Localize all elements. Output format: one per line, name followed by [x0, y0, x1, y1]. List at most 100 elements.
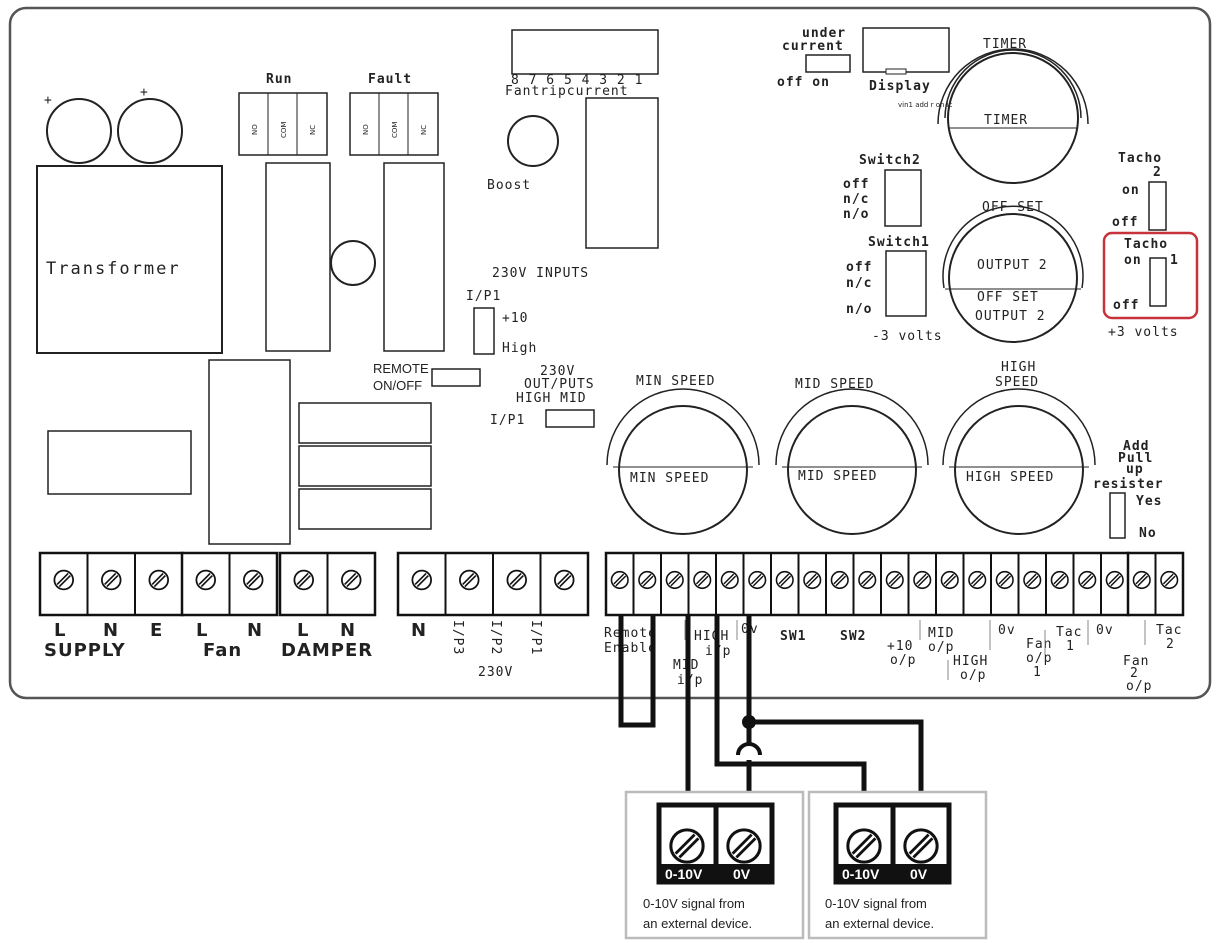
- power-terminal-8: [411, 569, 432, 591]
- control-terminal-16: [1023, 570, 1042, 590]
- svg-text:OUTPUT 2: OUTPUT 2: [975, 309, 1046, 324]
- power-terminal-2: [101, 569, 122, 591]
- svg-text:Remote: Remote: [604, 626, 657, 641]
- svg-text:N: N: [340, 620, 355, 641]
- fantrip-connector: [511, 29, 659, 75]
- svg-text:N: N: [247, 620, 262, 641]
- run-relay: [265, 162, 331, 352]
- svg-text:+: +: [140, 85, 149, 100]
- capacitor-2: [117, 98, 183, 164]
- svg-text:HIGH: HIGH: [694, 629, 729, 644]
- fantrip-label: Fantripcurrent: [505, 84, 629, 99]
- connector-numbers: 8 7 6 5 4 3 2 1: [511, 73, 643, 88]
- fault-terminals: [349, 92, 439, 156]
- svg-text:resister: resister: [1093, 477, 1164, 492]
- svg-text:MID SPEED: MID SPEED: [798, 469, 877, 484]
- svg-text:SW2: SW2: [840, 629, 866, 644]
- svg-text:2: 2: [1166, 637, 1175, 652]
- external-device-2: 0-10V 0V 0-10V signal from an external d…: [807, 790, 988, 940]
- svg-text:0-10V signal from: 0-10V signal from: [825, 896, 927, 911]
- svg-text:MIN SPEED: MIN SPEED: [630, 471, 709, 486]
- tacho1-switch: [1149, 257, 1167, 307]
- svg-text:o/p: o/p: [1026, 651, 1052, 666]
- svg-text:Fan: Fan: [1026, 637, 1052, 652]
- svg-text:NO: NO: [251, 124, 259, 135]
- svg-text:COM: COM: [391, 122, 399, 138]
- svg-text:2: 2: [1130, 666, 1139, 681]
- svg-text:I/P1: I/P1: [466, 289, 501, 304]
- control-terminal-20: [1132, 570, 1151, 590]
- under-current-switch: [805, 54, 851, 73]
- pull-up-jumper: [1109, 492, 1126, 539]
- control-terminal-4: [693, 570, 712, 590]
- svg-text:Add: Add: [1123, 439, 1149, 454]
- svg-text:OUT/PUTS: OUT/PUTS: [524, 377, 595, 392]
- svg-text:n/o: n/o: [846, 302, 872, 317]
- svg-text:off on: off on: [777, 75, 830, 90]
- svg-text:1: 1: [1066, 639, 1075, 654]
- svg-text:TIMER: TIMER: [984, 113, 1028, 128]
- svg-text:up: up: [1126, 462, 1144, 477]
- svg-text:off: off: [1112, 215, 1138, 230]
- svg-text:0V: 0V: [733, 866, 751, 882]
- supply-label: SUPPLY: [44, 640, 126, 661]
- transformer: [36, 165, 223, 354]
- svg-text:Tac: Tac: [1056, 625, 1082, 640]
- fault-label: Fault: [368, 72, 412, 87]
- capacitor-block: [208, 359, 291, 545]
- svg-text:on: on: [1122, 183, 1140, 198]
- svg-text:HIGH SPEED: HIGH SPEED: [966, 470, 1054, 485]
- svg-text:E: E: [150, 620, 162, 641]
- tacho1-highlight: [1102, 231, 1199, 320]
- svg-text:1: 1: [1170, 253, 1179, 268]
- svg-text:n/c: n/c: [846, 276, 872, 291]
- svg-text:No: No: [1139, 526, 1157, 541]
- control-terminal-19: [1105, 570, 1124, 590]
- svg-text:0-10V signal from: 0-10V signal from: [643, 896, 745, 911]
- svg-text:o/p: o/p: [960, 668, 986, 683]
- capacitor-1: [46, 98, 112, 164]
- svg-text:OUTPUT 2: OUTPUT 2: [977, 258, 1048, 273]
- component-circle: [330, 240, 376, 286]
- svg-text:NC: NC: [309, 125, 317, 135]
- svg-text:n/o: n/o: [843, 207, 869, 222]
- relay-bank-2: [298, 445, 432, 487]
- svg-text:Tac: Tac: [1156, 623, 1182, 638]
- boost-button: [507, 115, 559, 167]
- svg-text:vin1 add r on ic: vin1 add r on ic: [898, 101, 953, 109]
- svg-text:Enable: Enable: [604, 641, 657, 656]
- power-terminal-6: [293, 569, 314, 591]
- tacho2-switch: [1148, 181, 1167, 231]
- svg-text:HIGH: HIGH: [953, 654, 988, 669]
- svg-text:off: off: [843, 177, 869, 192]
- damper-label: DAMPER: [281, 640, 373, 661]
- fan-label: Fan: [203, 640, 242, 661]
- power-terminal-11: [554, 569, 575, 591]
- run-terminals: [238, 92, 328, 156]
- control-terminal-10: [858, 570, 877, 590]
- control-terminal-9: [830, 570, 849, 590]
- svg-text:Pull: Pull: [1118, 451, 1153, 466]
- control-terminal-11: [885, 570, 904, 590]
- svg-text:o/p: o/p: [1126, 679, 1152, 694]
- svg-text:TIMER: TIMER: [983, 37, 1027, 52]
- power-terminal-strip: [38, 551, 590, 617]
- control-terminal-6: [748, 570, 767, 590]
- svg-text:N: N: [103, 620, 118, 641]
- svg-text:Yes: Yes: [1136, 494, 1162, 509]
- svg-text:MID: MID: [928, 626, 954, 641]
- min-speed-pot: MIN SPEED MIN SPEED: [606, 374, 760, 535]
- remote-onoff-jumper: [431, 368, 481, 387]
- svg-text:+10: +10: [887, 639, 913, 654]
- svg-text:n/c: n/c: [843, 192, 869, 207]
- power-terminal-5: [243, 569, 264, 591]
- svg-text:SW1: SW1: [780, 629, 806, 644]
- control-terminal-17: [1050, 570, 1069, 590]
- svg-text:L: L: [297, 620, 308, 641]
- power-terminal-7: [341, 569, 362, 591]
- output-jumper: [545, 409, 595, 428]
- svg-text:L: L: [54, 620, 65, 641]
- control-terminal-strip: [604, 551, 1185, 617]
- svg-text:on: on: [1124, 253, 1142, 268]
